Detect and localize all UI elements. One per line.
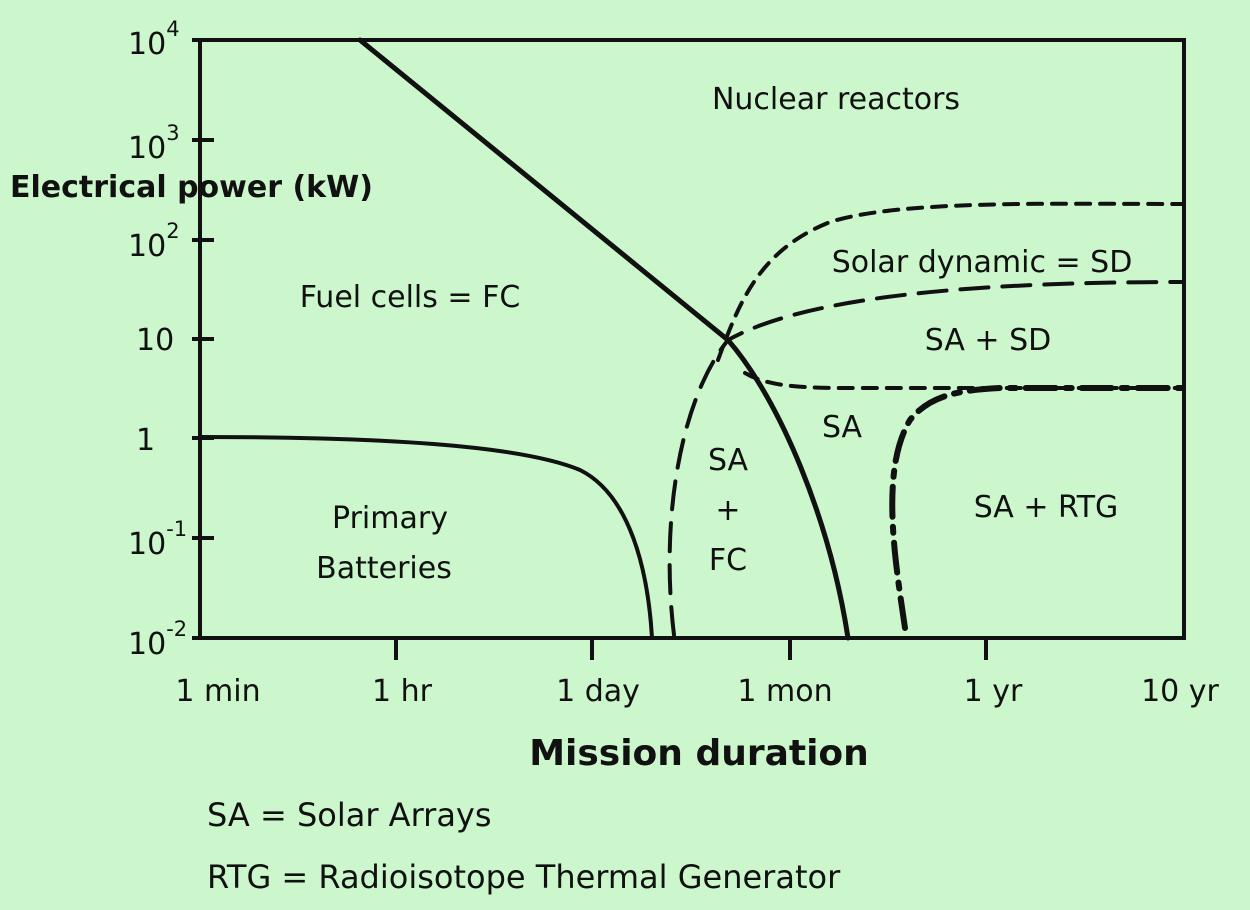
y-tick-label: 102 — [128, 219, 180, 264]
battery-boundary-curve — [198, 435, 654, 640]
region-label-sa-rtg: SA + RTG — [974, 490, 1119, 525]
region-label-sa-fc-line2: + — [715, 493, 740, 528]
y-tick-marks — [192, 38, 214, 640]
x-tick-labels: 1 min 1 hr 1 day 1 mon 1 yr 10 yr — [175, 674, 1219, 709]
solar-dynamic-boundary-curve — [716, 201, 1184, 362]
rtg-boundary-curve — [889, 385, 1185, 631]
y-tick-label: 10 — [136, 323, 174, 358]
y-axis-label: Electrical power (kW) — [10, 170, 373, 205]
region-label-sa-sd: SA + SD — [925, 323, 1051, 358]
fuel-cell-boundary-curve — [357, 37, 851, 641]
legend-rtg: RTG = Radioisotope Thermal Generator — [207, 858, 841, 896]
x-tick-label: 1 mon — [737, 674, 832, 709]
sa-fc-boundary-curve — [667, 280, 1184, 637]
y-tick-label: 10-1 — [128, 517, 187, 562]
region-label-sa-fc-line1: SA — [708, 443, 749, 478]
region-label-fuel-cells: Fuel cells = FC — [300, 280, 521, 315]
y-tick-label: 103 — [128, 121, 180, 166]
y-tick-label: 10-2 — [128, 617, 187, 662]
x-tick-label: 10 yr — [1141, 674, 1219, 709]
region-label-sa: SA — [822, 410, 863, 445]
region-label-batteries-line1: Primary — [332, 501, 448, 536]
legend-sa: SA = Solar Arrays — [207, 796, 492, 834]
x-tick-label: 1 hr — [372, 674, 433, 709]
x-tick-label: 1 yr — [964, 674, 1023, 709]
x-axis-label: Mission duration — [529, 733, 869, 774]
x-tick-label: 1 day — [556, 674, 640, 709]
region-label-sa-fc-line3: FC — [709, 543, 747, 578]
region-label-batteries-line2: Batteries — [316, 551, 452, 586]
y-tick-label: 104 — [128, 17, 180, 62]
boundary-curves — [198, 37, 1185, 641]
x-tick-label: 1 min — [175, 674, 260, 709]
x-tick-marks — [394, 638, 988, 660]
region-labels: Nuclear reactors Fuel cells = FC Solar d… — [300, 82, 1133, 586]
region-label-nuclear-reactors: Nuclear reactors — [712, 82, 960, 117]
region-label-solar-dynamic: Solar dynamic = SD — [832, 245, 1133, 280]
sa-lower-boundary-curve — [743, 371, 1184, 390]
y-tick-label: 1 — [136, 423, 155, 458]
y-tick-labels: 104 103 102 10 1 10-1 10-2 — [128, 17, 187, 662]
